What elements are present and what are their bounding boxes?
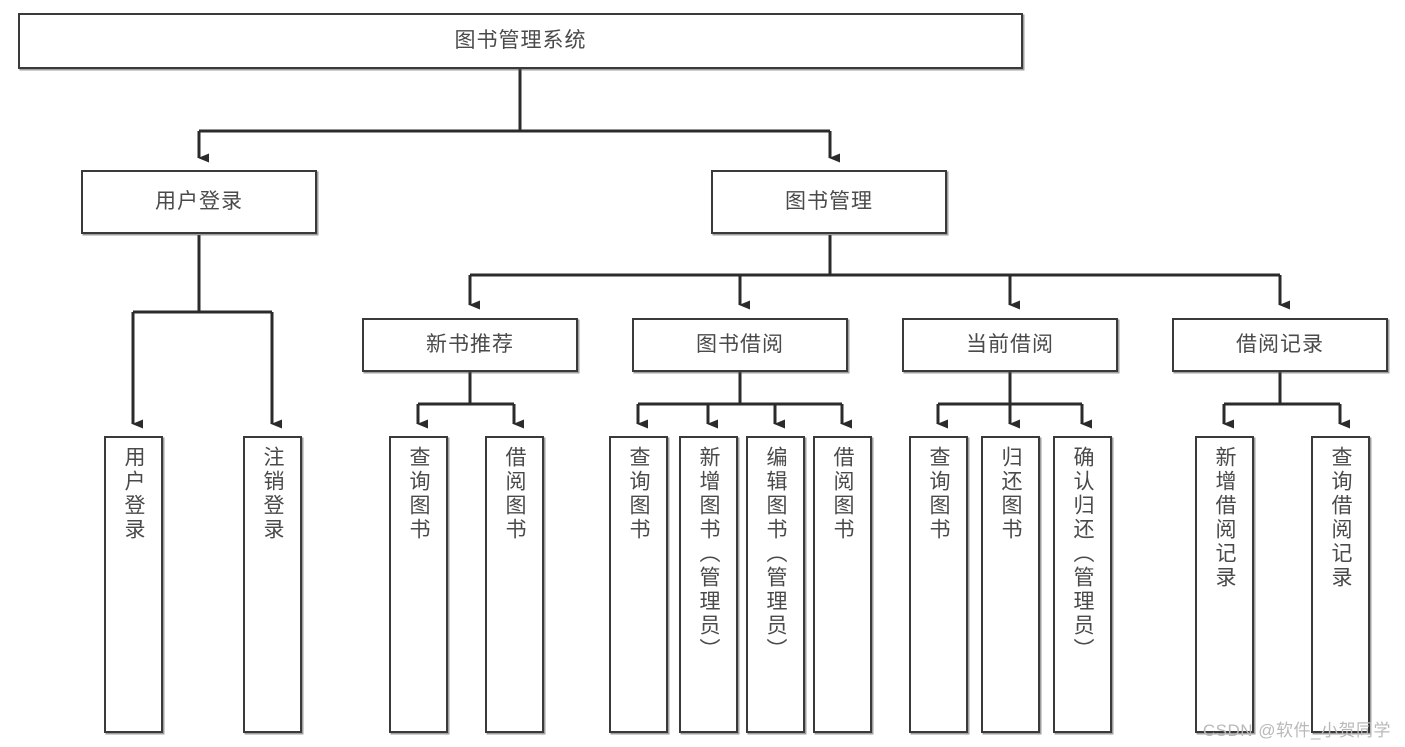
- leaf-book-borrow-edit[interactable]: 编辑图书（管理员）: [746, 436, 805, 733]
- node-label: 借阅图书: [503, 446, 526, 542]
- node-label: 新增借阅记录: [1213, 446, 1236, 590]
- node-label: 查询图书: [627, 446, 650, 542]
- leaf-new-book-query[interactable]: 查询图书: [389, 436, 448, 733]
- node-book-borrow[interactable]: 图书借阅: [632, 318, 848, 372]
- leaf-current-borrow-confirm-return[interactable]: 确认归还（管理员）: [1053, 436, 1112, 733]
- watermark-text: CSDN @软件_小贺同学: [1202, 721, 1391, 740]
- node-label: 借阅图书: [831, 446, 854, 542]
- node-label: 查询图书: [927, 446, 950, 542]
- node-label: 新书推荐: [426, 332, 514, 356]
- node-borrow-record[interactable]: 借阅记录: [1172, 318, 1388, 372]
- leaf-book-borrow-borrow[interactable]: 借阅图书: [813, 436, 872, 733]
- node-label: 编辑图书（管理员）: [764, 446, 787, 662]
- node-label: 图书借阅: [696, 332, 784, 356]
- leaf-current-borrow-return[interactable]: 归还图书: [981, 436, 1040, 733]
- node-label: 图书管理系统: [454, 28, 587, 52]
- node-label: 当前借阅: [966, 332, 1054, 356]
- leaf-borrow-record-add[interactable]: 新增借阅记录: [1195, 436, 1254, 733]
- node-label: 用户登录: [122, 446, 145, 542]
- node-current-borrow[interactable]: 当前借阅: [902, 318, 1118, 372]
- node-label: 用户登录: [155, 189, 243, 213]
- node-label: 归还图书: [999, 446, 1022, 542]
- node-label: 查询图书: [407, 446, 430, 542]
- node-label: 新增图书（管理员）: [697, 446, 720, 662]
- leaf-new-book-borrow[interactable]: 借阅图书: [485, 436, 544, 733]
- node-root-book-management-system[interactable]: 图书管理系统: [18, 13, 1023, 69]
- leaf-book-borrow-query[interactable]: 查询图书: [609, 436, 668, 733]
- leaf-book-borrow-add[interactable]: 新增图书（管理员）: [679, 436, 738, 733]
- node-label: 注销登录: [261, 446, 284, 542]
- node-label: 查询借阅记录: [1329, 446, 1352, 590]
- leaf-borrow-record-query[interactable]: 查询借阅记录: [1311, 436, 1370, 733]
- node-book-management[interactable]: 图书管理: [711, 170, 947, 234]
- leaf-user-login-logout[interactable]: 注销登录: [243, 436, 302, 733]
- leaf-user-login-login[interactable]: 用户登录: [104, 436, 163, 733]
- leaf-current-borrow-query[interactable]: 查询图书: [909, 436, 968, 733]
- node-label: 借阅记录: [1236, 332, 1324, 356]
- node-user-login[interactable]: 用户登录: [81, 170, 317, 234]
- node-new-book-recommend[interactable]: 新书推荐: [362, 318, 578, 372]
- node-label: 图书管理: [785, 189, 873, 213]
- node-label: 确认归还（管理员）: [1071, 446, 1094, 662]
